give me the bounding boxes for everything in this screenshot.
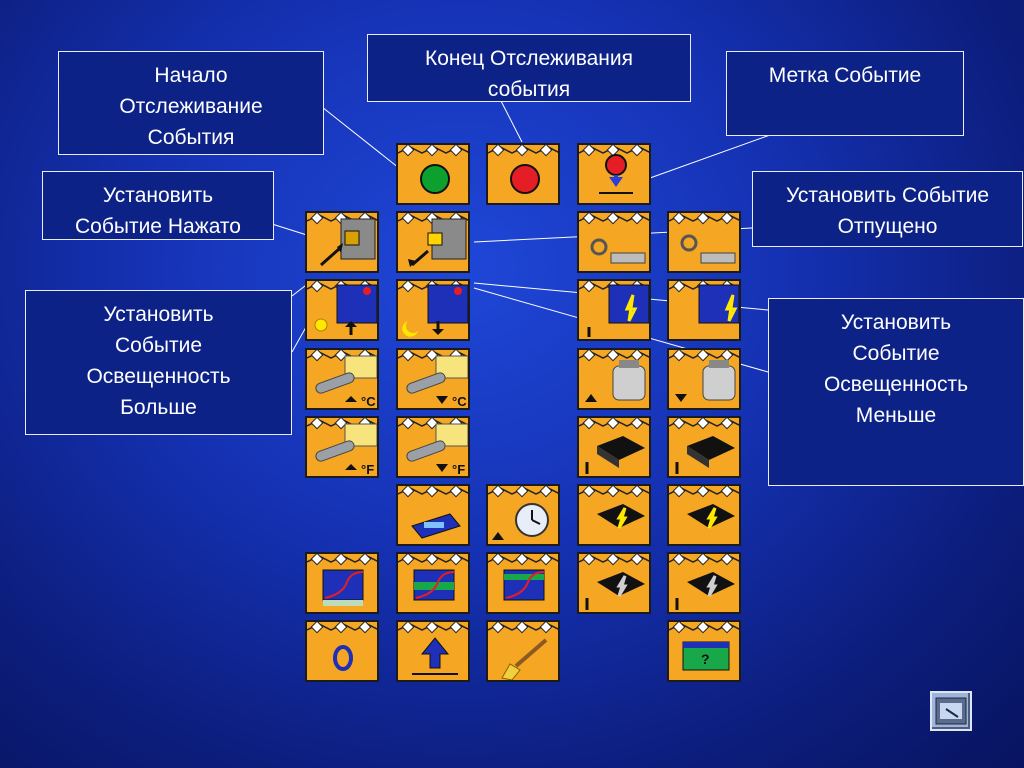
counter-zero-icon[interactable] — [305, 620, 379, 682]
callout-line: Конец Отслеживания — [424, 47, 634, 70]
motor-down-icon[interactable] — [667, 416, 741, 478]
callout-set-released: Установить Событие Отпущено — [752, 171, 1023, 247]
tile-trim — [398, 554, 468, 566]
tile-trim — [669, 486, 739, 498]
callout-line: Установить — [103, 303, 214, 326]
callout-line: Освещенность — [823, 373, 969, 396]
question-screen-icon[interactable]: ? — [667, 620, 741, 682]
svg-text:°F: °F — [452, 462, 465, 477]
tile-trim — [669, 554, 739, 566]
tile-trim — [488, 554, 558, 566]
callout-line: Меньше — [855, 404, 937, 427]
svg-text:?: ? — [701, 651, 710, 667]
callout-event-label: Метка Событие — [726, 51, 964, 136]
motor-up-icon[interactable] — [577, 416, 651, 478]
rcx-flash-down-icon[interactable] — [667, 279, 741, 341]
tile-trim — [307, 622, 377, 634]
green-light-icon[interactable] — [396, 143, 470, 205]
tile-trim — [307, 418, 377, 430]
callout-set-pressed: Установить Событие Нажато — [42, 171, 274, 240]
callout-stop-watch: Конец Отслеживания события — [367, 34, 691, 102]
tile-trim — [579, 350, 649, 362]
tile-trim — [398, 486, 468, 498]
temperature-celsius-up-icon[interactable]: °C — [305, 348, 379, 410]
rotation-sensor-back-icon[interactable] — [667, 211, 741, 273]
callout-line: Установить — [840, 311, 952, 334]
svg-text:°C: °C — [361, 394, 376, 409]
callout-line: события — [487, 78, 571, 101]
callout-line: Отпущено — [837, 215, 938, 238]
jar-down-icon[interactable] — [667, 348, 741, 410]
tile-trim — [669, 213, 739, 225]
callout-line: Событие Нажато — [74, 215, 241, 238]
tile-trim — [307, 350, 377, 362]
red-light-icon[interactable] — [486, 143, 560, 205]
tile-trim — [398, 145, 468, 157]
callout-line: Установить Событие — [785, 184, 990, 207]
touch-sensor-pressed-icon[interactable] — [305, 211, 379, 273]
svg-text:°F: °F — [361, 462, 374, 477]
film-strip-icon[interactable] — [930, 691, 972, 731]
tile-trim — [579, 213, 649, 225]
light-sensor-bright-icon[interactable] — [305, 279, 379, 341]
rcx-flash-up-icon[interactable] — [577, 279, 651, 341]
callout-line: Начало — [154, 64, 228, 87]
tile-trim — [579, 145, 649, 157]
tile-trim — [579, 486, 649, 498]
film-strip-glyph — [935, 697, 967, 725]
tile-trim — [579, 554, 649, 566]
callout-line: Больше — [120, 396, 197, 419]
graph-screen-icon[interactable] — [305, 552, 379, 614]
event-marker-icon[interactable] — [577, 143, 651, 205]
motor-bolt-up-icon[interactable] — [577, 552, 651, 614]
light-sensor-dark-icon[interactable] — [396, 279, 470, 341]
temperature-fahrenheit-up-icon[interactable]: °F — [305, 416, 379, 478]
temperature-fahrenheit-down-icon[interactable]: °F — [396, 416, 470, 478]
callout-start-watch: Начало Отслеживание События — [58, 51, 324, 155]
tile-trim — [488, 145, 558, 157]
rotation-sensor-forward-icon[interactable] — [577, 211, 651, 273]
touch-sensor-released-icon[interactable] — [396, 211, 470, 273]
brush-icon[interactable] — [486, 620, 560, 682]
callout-light-more: Установить Событие Освещенность Больше — [25, 290, 292, 435]
callout-line: Освещенность — [86, 365, 231, 388]
callout-line: Событие — [852, 342, 940, 365]
jar-up-icon[interactable] — [577, 348, 651, 410]
callout-line: События — [147, 126, 235, 149]
tile-trim — [488, 622, 558, 634]
tile-trim — [579, 418, 649, 430]
callout-line: Событие — [115, 334, 202, 357]
motor-flash-up-icon[interactable] — [577, 484, 651, 546]
up-arrow-icon[interactable] — [396, 620, 470, 682]
callout-line: Установить — [102, 184, 214, 207]
tile-trim — [398, 622, 468, 634]
graph-screen-color-icon[interactable] — [396, 552, 470, 614]
temperature-celsius-down-icon[interactable]: °C — [396, 348, 470, 410]
tile-trim — [669, 418, 739, 430]
motor-flash-down-icon[interactable] — [667, 484, 741, 546]
alarm-clock-icon[interactable] — [486, 484, 560, 546]
tile-trim — [669, 350, 739, 362]
callout-light-less: Установить Событие Освещенность Меньше — [768, 298, 1024, 486]
graph-screen-wave-icon[interactable] — [486, 552, 560, 614]
svg-text:°C: °C — [452, 394, 467, 409]
message-card-icon[interactable] — [396, 484, 470, 546]
motor-bolt-down-icon[interactable] — [667, 552, 741, 614]
tile-trim — [488, 486, 558, 498]
callout-line: Метка Событие — [768, 64, 922, 87]
tile-trim — [307, 554, 377, 566]
callout-line: Отслеживание — [119, 95, 263, 118]
tile-trim — [669, 622, 739, 634]
